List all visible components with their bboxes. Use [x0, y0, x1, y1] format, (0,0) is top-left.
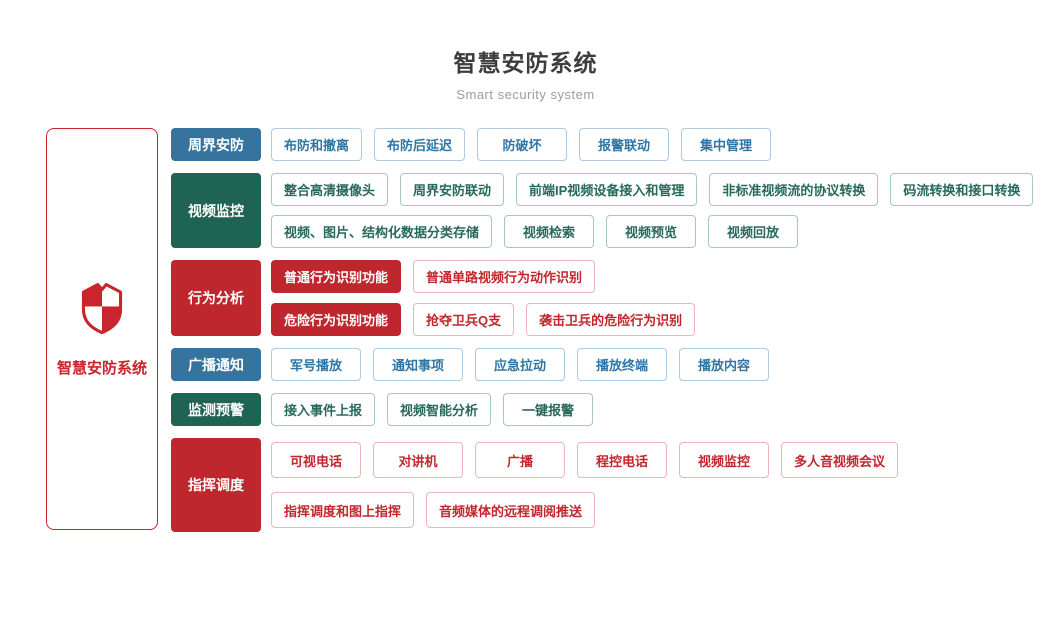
- feature-chip: 危险行为识别功能: [271, 303, 402, 336]
- feature-chip: 多人音视频会议: [781, 442, 899, 478]
- feature-chip: 视频监控: [679, 442, 769, 478]
- shield-checkered-icon: [75, 280, 129, 343]
- feature-chip: 普通单路视频行为动作识别: [413, 260, 596, 293]
- branch-label-broadcast-notice: 广播通知: [171, 348, 261, 381]
- chip-row: 可视电话对讲机广播程控电话视频监控多人音视频会议: [271, 442, 899, 478]
- feature-chip: 对讲机: [373, 442, 463, 478]
- page-subtitle: Smart security system: [456, 87, 595, 102]
- feature-chip: 防破坏: [477, 128, 568, 161]
- feature-chip: 指挥调度和图上指挥: [271, 492, 415, 528]
- chip-row: 整合高清摄像头周界安防联动前端IP视频设备接入和管理非标准视频流的协议转换码流转…: [271, 173, 1034, 206]
- feature-chip: 视频回放: [708, 215, 799, 248]
- feature-chip: 一键报警: [503, 393, 594, 426]
- branch-label-behavior-analysis: 行为分析: [171, 260, 261, 336]
- page-title: 智慧安防系统: [453, 50, 598, 76]
- branch-video-surveillance: 视频监控整合高清摄像头周界安防联动前端IP视频设备接入和管理非标准视频流的协议转…: [171, 173, 1034, 248]
- branch-label-monitor-warning: 监测预警: [171, 393, 261, 426]
- feature-chip: 可视电话: [271, 442, 361, 478]
- branch-label-video-surveillance: 视频监控: [171, 173, 261, 248]
- feature-chip: 报警联动: [579, 128, 670, 161]
- feature-chip: 程控电话: [577, 442, 667, 478]
- feature-chip: 视频检索: [504, 215, 595, 248]
- feature-chip: 集中管理: [681, 128, 772, 161]
- feature-chip: 广播: [475, 442, 565, 478]
- root-node-label: 智慧安防系统: [56, 360, 147, 377]
- feature-chip: 布防和撤离: [271, 128, 363, 161]
- branch-rows-video-surveillance: 整合高清摄像头周界安防联动前端IP视频设备接入和管理非标准视频流的协议转换码流转…: [271, 173, 1034, 248]
- branch-behavior-analysis: 行为分析普通行为识别功能普通单路视频行为动作识别危险行为识别功能抢夺卫兵Q支袭击…: [171, 260, 1033, 336]
- feature-chip: 普通行为识别功能: [271, 260, 402, 293]
- diagram-body: 智慧安防系统 周界安防布防和撤离布防后延迟防破坏报警联动集中管理视频监控整合高清…: [46, 128, 1034, 532]
- chip-row: 视频、图片、结构化数据分类存储视频检索视频预览视频回放: [271, 215, 1033, 248]
- branch-rows-behavior-analysis: 普通行为识别功能普通单路视频行为动作识别危险行为识别功能抢夺卫兵Q支袭击卫兵的危…: [271, 260, 696, 336]
- branch-monitor-warning: 监测预警接入事件上报视频智能分析一键报警: [171, 393, 1033, 426]
- branch-label-perimeter-security: 周界安防: [171, 128, 261, 161]
- feature-chip: 周界安防联动: [400, 173, 505, 206]
- feature-chip: 前端IP视频设备接入和管理: [516, 173, 698, 206]
- feature-chip: 袭击卫兵的危险行为识别: [526, 303, 696, 336]
- branch-rows-monitor-warning: 接入事件上报视频智能分析一键报警: [271, 393, 594, 426]
- feature-chip: 视频智能分析: [387, 393, 492, 426]
- feature-chip: 整合高清摄像头: [271, 173, 389, 206]
- branch-rows-perimeter-security: 布防和撤离布防后延迟防破坏报警联动集中管理: [271, 128, 772, 161]
- feature-chip: 音频媒体的远程调阅推送: [426, 492, 596, 528]
- chip-row: 接入事件上报视频智能分析一键报警: [271, 393, 594, 426]
- feature-chip: 抢夺卫兵Q支: [413, 303, 515, 336]
- root-node: 智慧安防系统: [46, 128, 158, 530]
- feature-chip: 非标准视频流的协议转换: [709, 173, 879, 206]
- feature-chip: 视频、图片、结构化数据分类存储: [271, 215, 493, 248]
- chip-row: 普通行为识别功能普通单路视频行为动作识别: [271, 260, 695, 293]
- chip-row: 危险行为识别功能抢夺卫兵Q支袭击卫兵的危险行为识别: [271, 303, 696, 336]
- feature-chip: 码流转换和接口转换: [890, 173, 1034, 206]
- branch-list: 周界安防布防和撤离布防后延迟防破坏报警联动集中管理视频监控整合高清摄像头周界安防…: [171, 128, 1034, 532]
- feature-chip: 播放内容: [679, 348, 769, 381]
- chip-row: 指挥调度和图上指挥音频媒体的远程调阅推送: [271, 492, 898, 528]
- branch-broadcast-notice: 广播通知军号播放通知事项应急拉动播放终端播放内容: [171, 348, 1033, 381]
- diagram-header: 智慧安防系统 Smart security system: [0, 44, 1051, 102]
- feature-chip: 视频预览: [606, 215, 697, 248]
- feature-chip: 通知事项: [373, 348, 463, 381]
- feature-chip: 应急拉动: [475, 348, 565, 381]
- branch-perimeter-security: 周界安防布防和撤离布防后延迟防破坏报警联动集中管理: [171, 128, 1033, 161]
- branch-rows-broadcast-notice: 军号播放通知事项应急拉动播放终端播放内容: [271, 348, 769, 381]
- branch-label-command-dispatch: 指挥调度: [171, 438, 261, 532]
- branch-command-dispatch: 指挥调度可视电话对讲机广播程控电话视频监控多人音视频会议指挥调度和图上指挥音频媒…: [171, 438, 1033, 532]
- feature-chip: 布防后延迟: [374, 128, 466, 161]
- feature-chip: 接入事件上报: [271, 393, 376, 426]
- chip-row: 布防和撤离布防后延迟防破坏报警联动集中管理: [271, 128, 772, 161]
- feature-chip: 军号播放: [271, 348, 361, 381]
- branch-rows-command-dispatch: 可视电话对讲机广播程控电话视频监控多人音视频会议指挥调度和图上指挥音频媒体的远程…: [271, 438, 899, 532]
- chip-row: 军号播放通知事项应急拉动播放终端播放内容: [271, 348, 769, 381]
- feature-chip: 播放终端: [577, 348, 667, 381]
